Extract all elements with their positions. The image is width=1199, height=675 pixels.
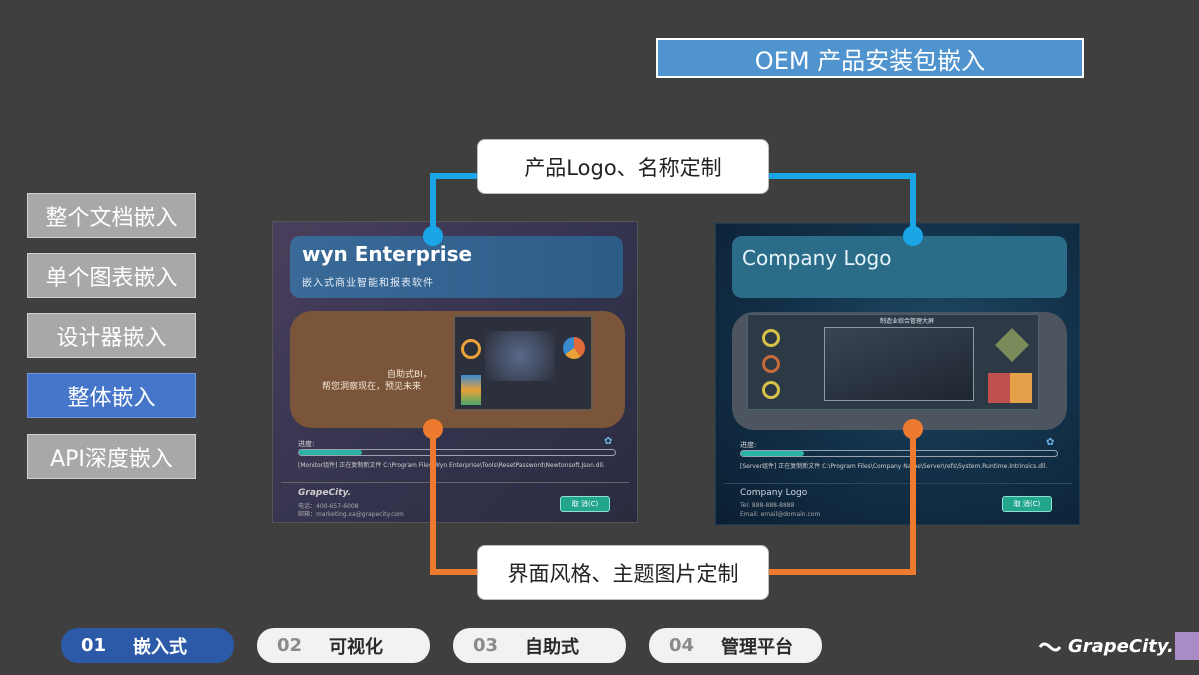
callout-theme-style: 界面风格、主题图片定制 <box>477 545 769 600</box>
gear-icon: ✿ <box>1046 437 1055 448</box>
company-logo: Company Logo <box>742 246 892 270</box>
footer-email: Email: email@domain.com <box>740 511 821 518</box>
progress-fill <box>299 450 363 455</box>
progress-text: [Monitor组件] 正在复制新文件 C:\Program Files\Wyn… <box>298 462 605 469</box>
tab-number: 02 <box>277 635 303 656</box>
side-item-designer[interactable]: 设计器嵌入 <box>27 313 196 358</box>
page-title: OEM 产品安装包嵌入 <box>656 38 1084 78</box>
side-item-full-document[interactable]: 整个文档嵌入 <box>27 193 196 238</box>
wyn-subtitle: 嵌入式商业智能和报表软件 <box>302 278 434 289</box>
right-installer-screenshot: Company Logo 制造业综合管理大屏 进度: ✿ [Server组件] … <box>715 223 1080 525</box>
cancel-button[interactable]: 取 消(C) <box>1002 496 1052 512</box>
side-item-api[interactable]: API深度嵌入 <box>27 434 196 479</box>
tab-number: 03 <box>473 635 499 656</box>
footer-email: 邮箱：marketing.xa@grapecity.com <box>298 511 404 518</box>
progress-label: 进度: <box>740 441 757 449</box>
wyn-logo: wyn Enterprise <box>302 242 473 266</box>
corner-accent <box>1175 632 1199 660</box>
tab-self-service[interactable]: 03 自助式 <box>453 628 626 663</box>
dashboard-title: 制造业综合管理大屏 <box>880 318 935 325</box>
brand-name: GrapeCity. <box>1068 636 1174 657</box>
footer-phone: Tel: 888-888-8888 <box>740 502 795 509</box>
progress-label: 进度: <box>298 440 315 448</box>
grapecity-footer-logo: GrapeCity. <box>298 488 351 498</box>
left-theme-panel: 自助式BI， 帮您洞察现在，预见未来 <box>290 311 625 428</box>
dashboard-preview-image <box>453 315 593 411</box>
slogan-line1: 自助式BI， <box>387 370 432 380</box>
progress-fill <box>741 451 805 456</box>
slogan-line2: 帮您洞察现在，预见未来 <box>322 382 422 392</box>
tab-visualization[interactable]: 02 可视化 <box>257 628 430 663</box>
grapecity-mark-icon <box>1038 642 1062 651</box>
footer-phone: 电话：400-657-6008 <box>298 503 359 510</box>
tab-label: 嵌入式 <box>133 636 187 658</box>
gear-icon: ✿ <box>604 436 613 447</box>
divider <box>724 483 1072 484</box>
tab-label: 可视化 <box>329 636 383 658</box>
tab-label: 管理平台 <box>721 636 793 658</box>
divider <box>281 482 629 483</box>
progress-bar <box>298 449 616 456</box>
progress-text: [Server组件] 正在复制新文件 C:\Program Files\Comp… <box>740 463 1048 470</box>
tab-number: 04 <box>669 635 695 656</box>
right-theme-panel: 制造业综合管理大屏 <box>732 312 1067 430</box>
right-banner: Company Logo <box>732 236 1067 298</box>
tab-management-platform[interactable]: 04 管理平台 <box>649 628 822 663</box>
callout-logo-name: 产品Logo、名称定制 <box>477 139 769 194</box>
cancel-button[interactable]: 取 消(C) <box>560 496 610 512</box>
tab-embedded[interactable]: 01 嵌入式 <box>61 628 234 663</box>
footer-company-logo: Company Logo <box>740 488 808 498</box>
grapecity-logo: GrapeCity. <box>1038 636 1174 657</box>
tab-label: 自助式 <box>525 636 579 658</box>
left-installer-screenshot: wyn Enterprise 嵌入式商业智能和报表软件 自助式BI， 帮您洞察现… <box>272 221 638 523</box>
left-banner: wyn Enterprise 嵌入式商业智能和报表软件 <box>290 236 623 298</box>
progress-bar <box>740 450 1058 457</box>
side-item-single-chart[interactable]: 单个图表嵌入 <box>27 253 196 298</box>
tab-number: 01 <box>81 635 107 656</box>
dashboard-preview-image: 制造业综合管理大屏 <box>747 314 1039 410</box>
side-item-whole[interactable]: 整体嵌入 <box>27 373 196 418</box>
